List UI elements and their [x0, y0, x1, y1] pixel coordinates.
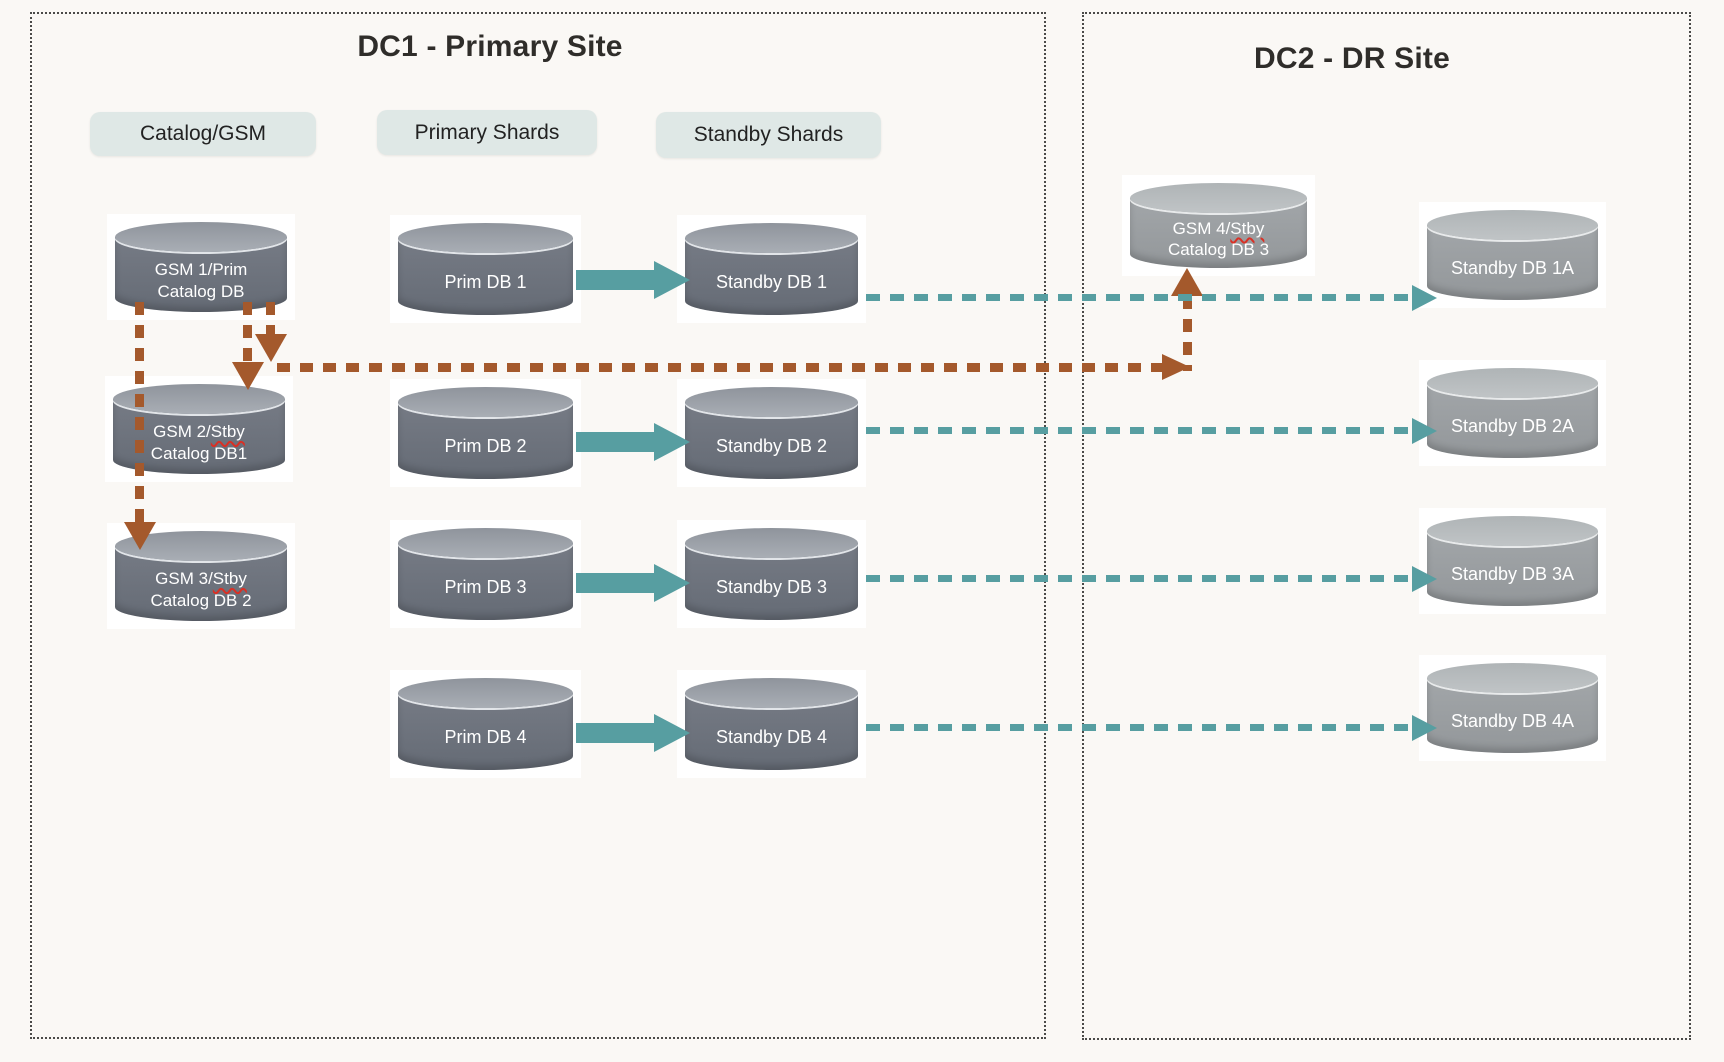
db-cylinder-prim-db-2: Prim DB 2	[390, 379, 581, 487]
arrowhead-down-gsm3	[124, 522, 156, 550]
db-label: Standby DB 3A	[1450, 564, 1575, 585]
cylinder-top	[685, 223, 858, 253]
db-label: Prim DB 1	[444, 272, 527, 293]
dc1-site-box	[30, 12, 1046, 1039]
arrowhead-down-elbow	[255, 334, 287, 362]
db-cylinder-prim-db-4: Prim DB 4	[390, 670, 581, 778]
db-label: Standby DB 1	[715, 272, 828, 293]
db-cylinder-standby-db-2a: Standby DB 2A	[1419, 360, 1606, 466]
dc1-title: DC1 - Primary Site	[357, 30, 623, 63]
db-cylinder-standby-db-4a: Standby DB 4A	[1419, 655, 1606, 761]
cylinder-top	[115, 222, 287, 252]
dc2-site-box	[1082, 12, 1691, 1040]
db-label: GSM 2/Stby Catalog DB1	[150, 422, 248, 463]
db-label: Prim DB 2	[444, 436, 527, 457]
db-label: Standby DB 4A	[1450, 711, 1575, 732]
db-label: Standby DB 2	[715, 436, 828, 457]
catalog-replication-line-gsm1-elbow	[266, 302, 275, 334]
catalog-replication-line-gsm1-gsm3	[135, 302, 144, 522]
db-label: Standby DB 1A	[1450, 258, 1575, 279]
db-label: Standby DB 4	[715, 727, 828, 748]
cylinder-top	[685, 387, 858, 417]
dr-replication-arrow-standby3-standby3a	[866, 575, 1412, 582]
db-cylinder-prim-db-3: Prim DB 3	[390, 520, 581, 628]
db-label: Standby DB 2A	[1450, 416, 1575, 437]
db-label: GSM 4/Stby Catalog DB 3	[1167, 218, 1270, 259]
cylinder-top	[398, 678, 573, 708]
cylinder-top	[398, 387, 573, 417]
cylinder-top	[685, 528, 858, 558]
db-cylinder-gsm3-stby-catalog: GSM 3/Stby Catalog DB 2	[107, 523, 295, 629]
db-cylinder-prim-db-1: Prim DB 1	[390, 215, 581, 323]
cylinder-top	[1427, 368, 1598, 398]
db-cylinder-standby-db-3: Standby DB 3	[677, 520, 866, 628]
column-label-standby-shards: Standby Shards	[656, 112, 881, 158]
cylinder-top	[1427, 210, 1598, 240]
db-label: GSM 1/Prim Catalog DB	[154, 260, 248, 301]
cylinder-body: Standby DB 2A	[1427, 383, 1598, 458]
db-cylinder-standby-db-4: Standby DB 4	[677, 670, 866, 778]
db-label: Standby DB 3	[715, 577, 828, 598]
arrowhead-down-gsm2	[232, 362, 264, 390]
cylinder-top	[1427, 516, 1598, 546]
cylinder-top	[398, 528, 573, 558]
arrowhead-up-gsm4	[1171, 268, 1203, 296]
db-cylinder-standby-db-3a: Standby DB 3A	[1419, 508, 1606, 614]
catalog-replication-line-up-gsm4	[1183, 296, 1192, 371]
cylinder-top	[1130, 183, 1307, 213]
cylinder-top	[1427, 663, 1598, 693]
cylinder-top	[685, 678, 858, 708]
db-label: GSM 3/Stby Catalog DB 2	[150, 569, 252, 610]
column-label-catalog-gsm: Catalog/GSM	[90, 112, 316, 156]
db-cylinder-standby-db-2: Standby DB 2	[677, 379, 866, 487]
db-cylinder-standby-db-1: Standby DB 1	[677, 215, 866, 323]
db-label: Prim DB 4	[444, 727, 527, 748]
cylinder-body: Standby DB 3A	[1427, 531, 1598, 606]
dc2-title: DC2 - DR Site	[1254, 42, 1450, 75]
db-cylinder-gsm1-prim-catalog: GSM 1/Prim Catalog DB	[107, 214, 295, 320]
dr-replication-arrow-standby4-standby4a	[866, 724, 1412, 731]
column-label-primary-shards: Primary Shards	[377, 110, 597, 155]
db-cylinder-standby-db-1a: Standby DB 1A	[1419, 202, 1606, 308]
catalog-replication-line-gsm1-gsm2	[243, 302, 252, 362]
catalog-replication-line-to-dc2	[277, 363, 1162, 372]
cylinder-top	[398, 223, 573, 253]
db-label: Prim DB 3	[444, 577, 527, 598]
db-cylinder-gsm4-stby-catalog: GSM 4/Stby Catalog DB 3	[1122, 175, 1315, 276]
dr-replication-arrow-standby1-standby1a	[866, 294, 1412, 301]
dr-replication-arrow-standby2-standby2a	[866, 427, 1412, 434]
